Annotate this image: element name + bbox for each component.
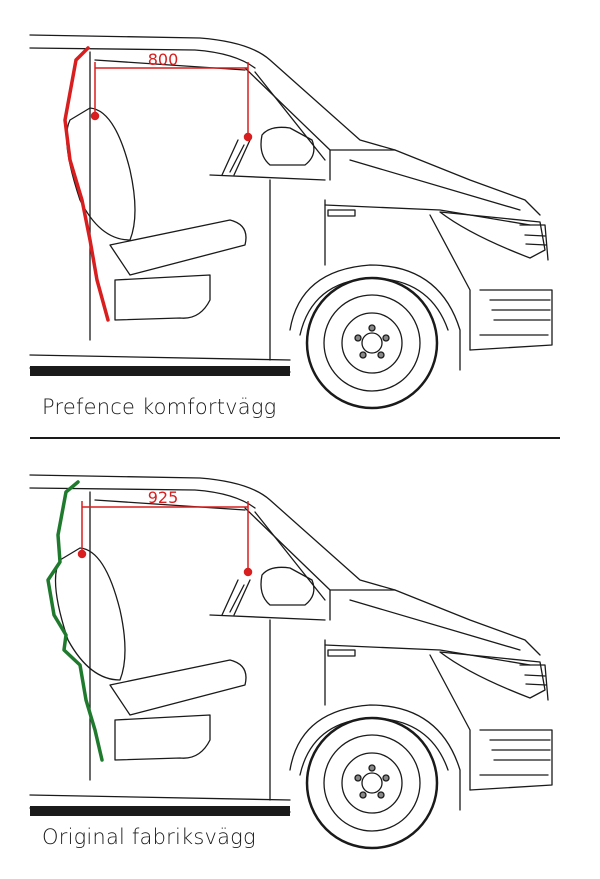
dimension-label-bottom: 925 (148, 488, 179, 507)
dimension-label-top: 800 (148, 50, 179, 69)
dimension-line-top (90, 62, 253, 142)
wall-outline-bottom (46, 480, 104, 762)
wall-outline-top (63, 46, 110, 322)
van-illustration-top: 800 (29, 34, 553, 410)
panel-divider (30, 437, 560, 439)
van-illustration-bottom: 925 (29, 474, 553, 850)
caption-bottom: Original fabriksvägg (42, 825, 256, 849)
caption-top: Prefence komfortvägg (42, 395, 277, 419)
dimension-line-bottom (77, 501, 253, 577)
